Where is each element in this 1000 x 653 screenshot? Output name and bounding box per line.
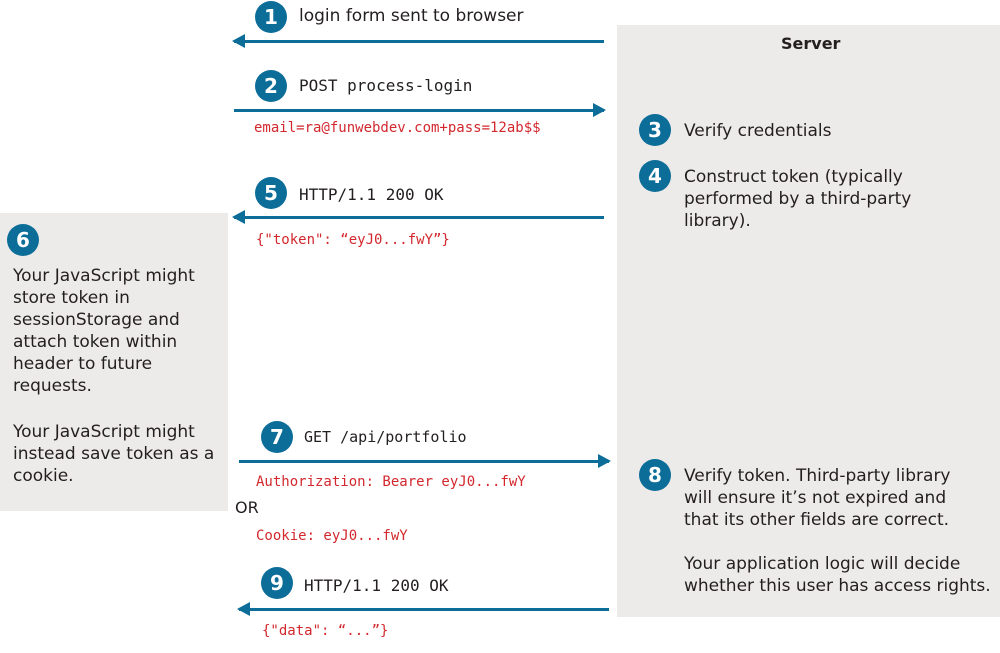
browser-note-panel: [0, 213, 228, 511]
step-7-label: GET /api/portfolio: [304, 428, 467, 446]
step-5-badge: 5: [255, 177, 287, 209]
step-2-payload: email=ra@funwebdev.com+pass=12ab$$: [254, 120, 541, 136]
or-label: OR: [235, 498, 259, 517]
step-6-badge: 6: [7, 224, 39, 256]
server-panel: [617, 25, 1000, 617]
arrow-to-browser: [232, 34, 604, 48]
step-4-badge: 4: [639, 160, 671, 192]
arrow-to-server: [239, 454, 611, 468]
step-9-payload: {"data": “...”}: [262, 623, 389, 639]
step-9-label: HTTP/1.1 200 OK: [304, 576, 449, 595]
step-7-badge: 7: [261, 421, 293, 453]
step-3-badge: 3: [639, 114, 671, 146]
step-4-label: Construct token (typically performed by …: [684, 167, 912, 231]
step-6-text: Your JavaScript might store token in ses…: [13, 266, 195, 396]
step-3-label: Verify credentials: [684, 121, 832, 141]
step-6-text2: Your JavaScript might instead save token…: [13, 422, 215, 486]
step-7-payload-cookie: Cookie: eyJ0...fwY: [256, 528, 408, 544]
arrow-to-server: [234, 103, 606, 117]
step-5-label: HTTP/1.1 200 OK: [299, 185, 444, 204]
step-8-badge: 8: [639, 459, 671, 491]
arrow-to-browser: [237, 602, 609, 616]
step-1-label: login form sent to browser: [299, 6, 524, 26]
step-5-payload: {"token": “eyJ0...fwY”}: [256, 232, 450, 248]
step-8-text: Verify token. Third-party library will e…: [684, 466, 951, 530]
step-1-badge: 1: [255, 1, 287, 33]
arrow-to-browser: [232, 210, 604, 224]
step-2-label: POST process-login: [299, 76, 473, 95]
step-2-badge: 2: [255, 70, 287, 102]
step-9-badge: 9: [261, 567, 293, 599]
step-7-payload-auth: Authorization: Bearer eyJ0...fwY: [256, 474, 526, 490]
step-8-text2: Your application logic will decide wheth…: [684, 554, 991, 596]
server-title: Server: [781, 34, 841, 53]
